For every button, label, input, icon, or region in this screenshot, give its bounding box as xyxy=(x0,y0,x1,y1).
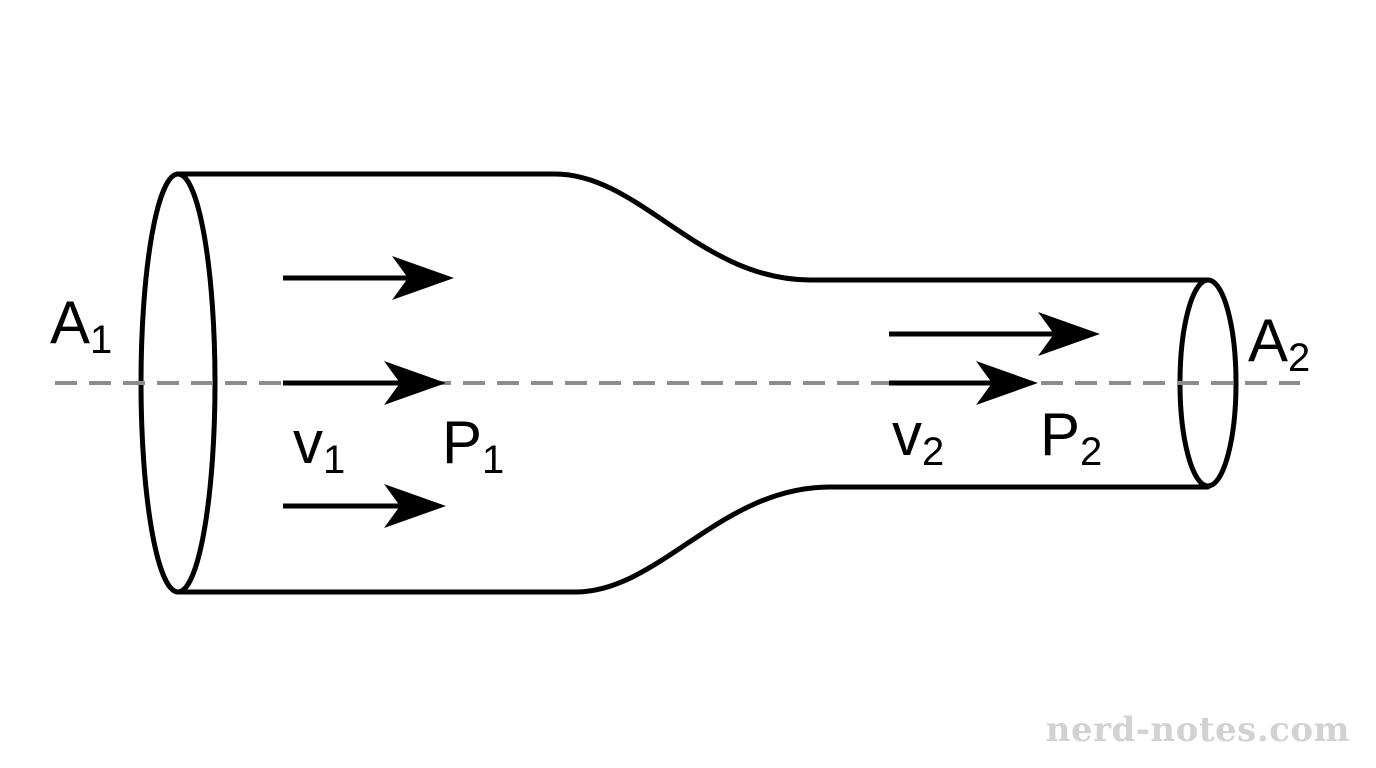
flow-arrows-outlet xyxy=(889,312,1100,405)
label-v2: v2 xyxy=(892,401,944,474)
flow-arrows-inlet xyxy=(283,256,454,528)
label-a2: A2 xyxy=(1248,307,1310,380)
watermark-text: nerd-notes.com xyxy=(1045,710,1350,750)
flow-arrow-head xyxy=(392,256,454,300)
flow-arrow-head xyxy=(1038,312,1100,356)
pipe-outline xyxy=(175,171,1211,595)
flow-arrow-head xyxy=(384,484,446,528)
label-a1: A1 xyxy=(50,289,112,362)
flow-arrow-head xyxy=(976,361,1038,405)
label-p1: P1 xyxy=(442,409,504,482)
label-p2: P2 xyxy=(1040,401,1102,474)
label-v1: v1 xyxy=(293,409,345,482)
flow-arrow-head xyxy=(384,361,446,405)
